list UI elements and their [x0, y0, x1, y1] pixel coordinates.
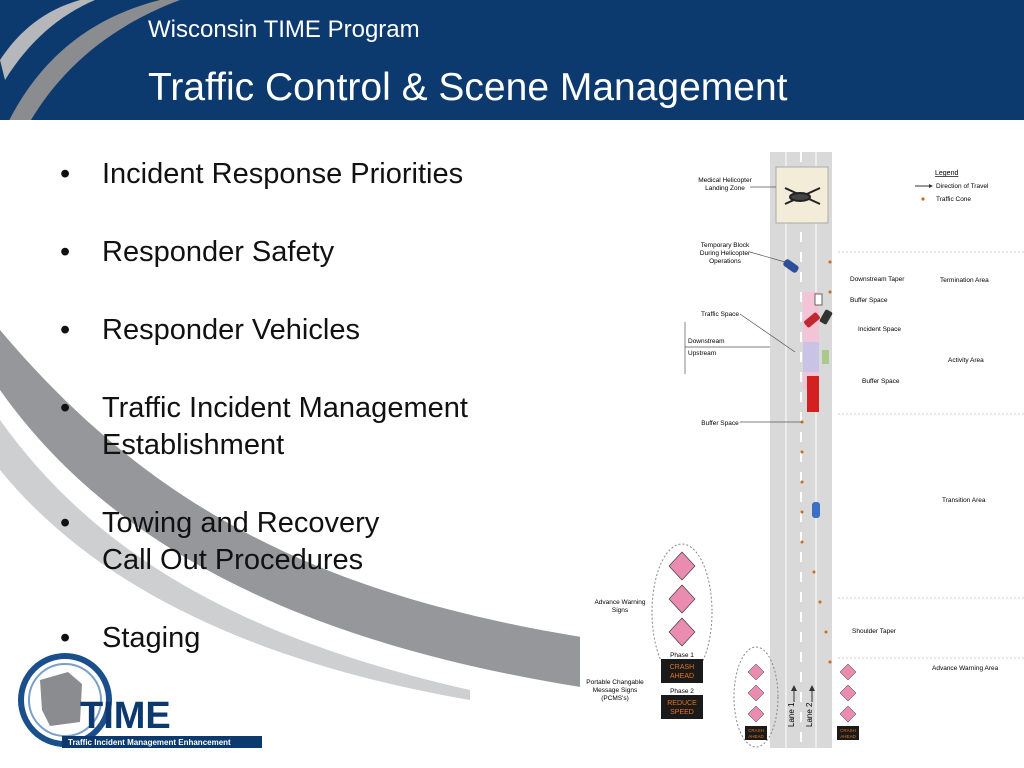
buffer-space-top-label: Buffer Space — [850, 297, 888, 304]
incident-zone — [803, 292, 819, 390]
svg-text:Signs: Signs — [612, 607, 629, 614]
road — [770, 152, 832, 748]
traffic-incident-diagram: Lane 1 Lane 2 Legend Direction of Travel… — [580, 152, 1024, 768]
logo-tagline: Traffic Incident Management Enhancement — [68, 738, 231, 747]
legend-direction-of-travel: Direction of Travel — [936, 183, 989, 190]
traffic-space-label: Traffic Space — [701, 311, 739, 318]
warning-sign-diamonds — [668, 551, 696, 647]
topic-list: Incident Response Priorities Responder S… — [60, 156, 560, 698]
buffer-space-mid-label: Buffer Space — [862, 378, 900, 385]
shoulder-taper-label: Shoulder Taper — [852, 628, 897, 635]
svg-text:Operations: Operations — [709, 258, 742, 265]
svg-text:AHEAD: AHEAD — [670, 673, 694, 680]
list-item: Incident Response Priorities — [60, 156, 560, 193]
blocking-vehicle — [783, 259, 799, 273]
svg-text:AHEAD: AHEAD — [840, 734, 856, 739]
svg-text:During Helicopter: During Helicopter — [700, 250, 751, 257]
wisconsin-map-icon — [40, 672, 82, 726]
legend-title: Legend — [935, 170, 958, 177]
svg-text:CRASH: CRASH — [670, 664, 695, 671]
advance-warning-signs-label: Advance Warning — [594, 599, 645, 606]
phase-2-label: Phase 2 — [670, 688, 694, 695]
svg-text:SPEED: SPEED — [670, 709, 694, 716]
crash-vehicle — [804, 312, 820, 328]
lane-1-label: Lane 1 — [787, 702, 796, 727]
activity-area-label: Activity Area — [948, 357, 984, 364]
temporary-block-label: Temporary Block — [701, 242, 750, 249]
small-pcms-right — [837, 726, 859, 740]
svg-text:Message Signs: Message Signs — [593, 687, 638, 694]
list-item: Responder Vehicles — [60, 312, 560, 349]
time-logo: TIME Traffic Incident Management Enhance… — [18, 653, 262, 748]
advance-warning-area-label: Advance Warning Area — [932, 665, 999, 672]
slide-title: Traffic Control & Scene Management — [148, 66, 788, 109]
pcms-sign-1 — [661, 659, 703, 683]
buffer-space-left-label: Buffer Space — [701, 420, 739, 427]
downstream-label: Downstream — [688, 338, 724, 345]
svg-text:REDUCE: REDUCE — [667, 700, 697, 707]
helicopter-icon — [784, 187, 821, 205]
list-item: Responder Safety — [60, 234, 560, 271]
transition-area-label: Transition Area — [942, 497, 986, 504]
program-name: Wisconsin TIME Program — [148, 16, 420, 43]
svg-text:(PCMS's): (PCMS's) — [601, 695, 629, 702]
traffic-cones — [800, 260, 832, 664]
svg-text:CRASH: CRASH — [840, 728, 856, 733]
small-pcms-left — [745, 726, 767, 740]
lane-2-label: Lane 2 — [805, 702, 814, 727]
pcms-label: Portable Changable — [586, 679, 644, 686]
logo-wordmark: TIME — [80, 695, 171, 737]
pcms-sign-2 — [661, 695, 703, 719]
upstream-label: Upstream — [688, 350, 716, 357]
helicopter-zone-label: Medical Helicopter — [698, 177, 752, 184]
termination-area-label: Termination Area — [940, 277, 989, 284]
phase-1-label: Phase 1 — [670, 652, 694, 659]
svg-text:Landing Zone: Landing Zone — [705, 185, 745, 192]
legend-traffic-cone: Traffic Cone — [936, 196, 971, 203]
list-item: Staging — [60, 620, 560, 657]
downstream-taper-label: Downstream Taper — [850, 276, 905, 283]
title-banner: Wisconsin TIME Program Traffic Control &… — [0, 0, 1024, 120]
incident-space-label: Incident Space — [858, 326, 901, 333]
banner-swoosh — [0, 0, 180, 120]
svg-text:CRASH: CRASH — [748, 728, 764, 733]
svg-text:AHEAD: AHEAD — [748, 734, 764, 739]
approaching-vehicle — [812, 502, 820, 518]
fire-truck — [807, 376, 819, 412]
